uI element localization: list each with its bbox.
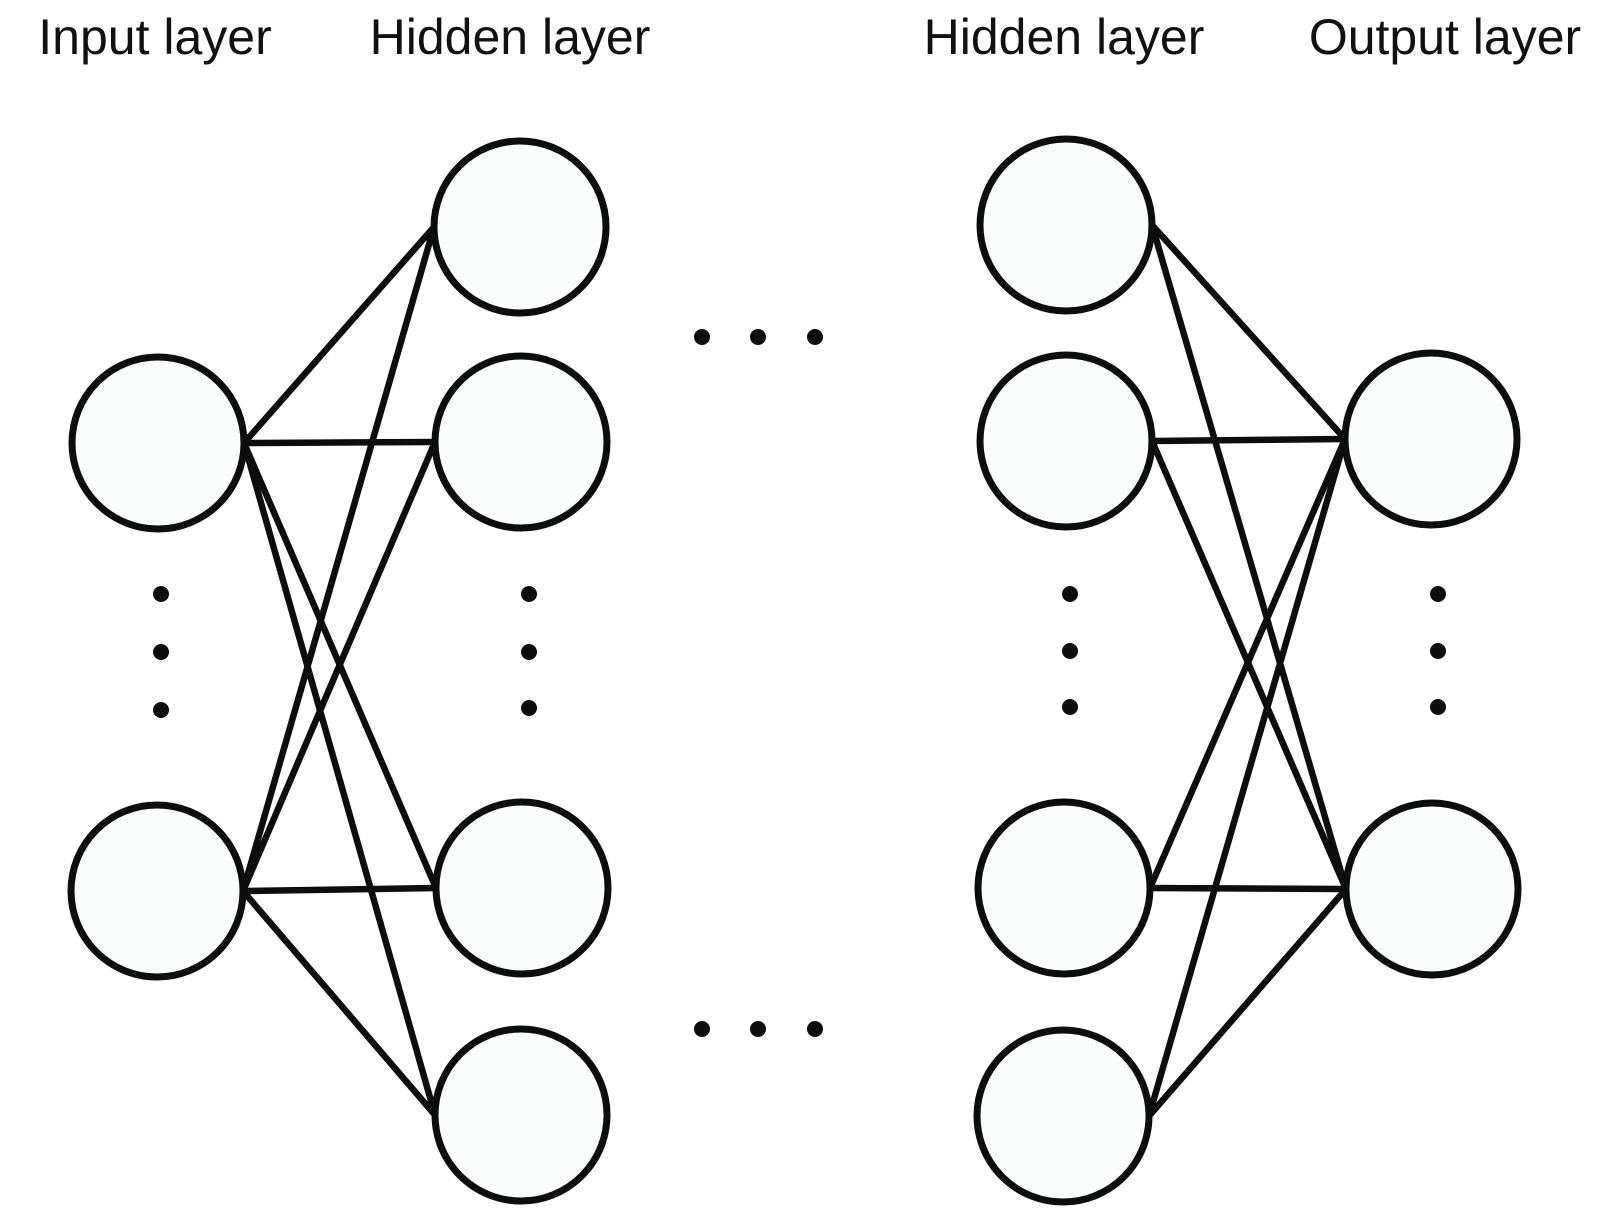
output-ellipsis-dot bbox=[1430, 586, 1446, 602]
edge-input-to-hidden-1 bbox=[240, 439, 439, 1119]
node-hidden-1-2 bbox=[431, 352, 611, 532]
more-layers-bottom-ellipsis-dot bbox=[807, 1021, 823, 1037]
more-layers-top-ellipsis-dot bbox=[750, 329, 766, 345]
hidden-layer-2-label: Hidden layer bbox=[923, 9, 1205, 65]
edge-input-to-hidden-1 bbox=[239, 438, 439, 895]
output-ellipsis-dot bbox=[1430, 699, 1446, 715]
node-hidden-1-4 bbox=[431, 1025, 611, 1205]
hidden-1-ellipsis-dot bbox=[521, 586, 537, 602]
input-layer-label: Input layer bbox=[38, 9, 272, 65]
edge-input-to-hidden-1 bbox=[239, 887, 439, 1119]
hidden-2-ellipsis-dot bbox=[1062, 586, 1078, 602]
hidden-1-ellipsis-dot bbox=[521, 644, 537, 660]
edge-input-to-hidden-1 bbox=[239, 223, 438, 895]
output-layer-label: Output layer bbox=[1308, 9, 1582, 65]
edge-hidden-2-to-output bbox=[1148, 221, 1350, 893]
more-layers-top-ellipsis-dot bbox=[807, 329, 823, 345]
node-hidden-2-4 bbox=[973, 1026, 1153, 1206]
edge-hidden-2-to-output bbox=[1146, 884, 1350, 893]
node-output-2 bbox=[1342, 799, 1522, 979]
edge-hidden-2-to-output bbox=[1145, 885, 1350, 1120]
edge-hidden-2-to-output bbox=[1148, 435, 1349, 445]
node-hidden-2-1 bbox=[976, 135, 1156, 315]
edge-hidden-2-to-output bbox=[1145, 435, 1349, 1120]
more-layers-bottom-ellipsis-dot bbox=[694, 1021, 710, 1037]
input-ellipsis-dot bbox=[153, 586, 169, 602]
node-input-1 bbox=[68, 353, 248, 533]
edge-input-to-hidden-1 bbox=[239, 884, 440, 895]
node-hidden-1-3 bbox=[432, 798, 612, 978]
node-input-2 bbox=[67, 801, 247, 981]
node-output-1 bbox=[1341, 349, 1521, 529]
edge-input-to-hidden-1 bbox=[240, 438, 439, 447]
output-ellipsis-dot bbox=[1430, 643, 1446, 659]
hidden-layer-1-label: Hidden layer bbox=[369, 9, 651, 65]
node-hidden-2-2 bbox=[976, 351, 1156, 531]
more-layers-top-ellipsis-dot bbox=[694, 329, 710, 345]
edge-hidden-2-to-output bbox=[1148, 221, 1349, 443]
node-hidden-2-3 bbox=[974, 798, 1154, 978]
hidden-1-ellipsis-dot bbox=[521, 700, 537, 716]
more-layers-bottom-ellipsis-dot bbox=[750, 1021, 766, 1037]
edge-input-to-hidden-1 bbox=[240, 223, 438, 447]
input-ellipsis-dot bbox=[153, 644, 169, 660]
input-ellipsis-dot bbox=[153, 702, 169, 718]
node-hidden-1-1 bbox=[430, 137, 610, 317]
hidden-2-ellipsis-dot bbox=[1062, 643, 1078, 659]
edge-hidden-2-to-output bbox=[1146, 435, 1349, 892]
hidden-2-ellipsis-dot bbox=[1062, 699, 1078, 715]
